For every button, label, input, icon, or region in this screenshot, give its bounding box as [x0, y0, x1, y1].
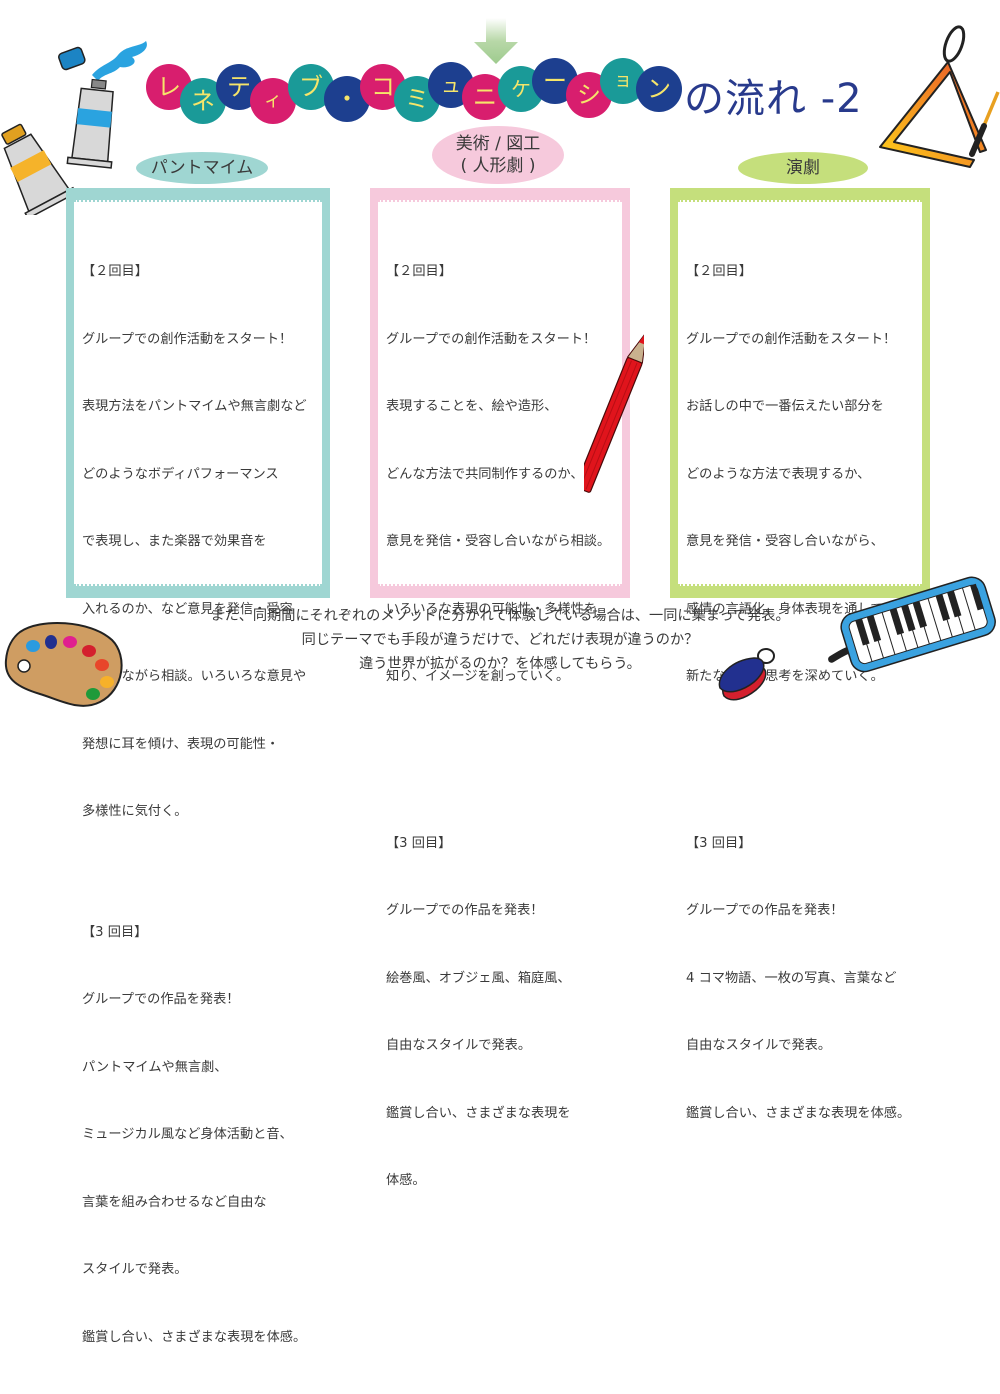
footer-line: また、同期間にそれぞれのメソッドに分かれて体験している場合は、一同に集まって発表…	[210, 608, 790, 624]
column-header-pantomime: パントマイム	[136, 152, 268, 184]
panel-text: 【２回目】 グループでの創作活動をスタート！ 表現方法をパントマイムや無言劇など…	[82, 216, 318, 1394]
session3-heading: 【3 回目】	[386, 835, 452, 851]
column-header-drama: 演劇	[738, 152, 868, 184]
palette-icon	[4, 622, 123, 707]
down-arrow-icon	[474, 18, 518, 64]
melodica-icon	[828, 576, 996, 673]
session3-heading: 【3 回目】	[686, 835, 752, 851]
panel-pantomime: 【２回目】 グループでの創作活動をスタート！ 表現方法をパントマイムや無言劇など…	[66, 188, 330, 1345]
red-pencil-icon	[584, 330, 644, 493]
footer-line: 同じテーマでも手段が違うだけで、どれだけ表現が違うのか？	[301, 632, 699, 648]
column-sublabel: ( 人形劇 )	[460, 156, 536, 176]
column-header-art: 美術 / 図工 ( 人形劇 )	[432, 126, 564, 184]
title-suffix: の流れ -2	[684, 76, 863, 122]
session2-heading: 【２回目】	[686, 264, 752, 279]
title-bubble: ン	[636, 66, 682, 112]
session2-heading: 【２回目】	[386, 264, 452, 279]
panel-drama: 【２回目】 グループでの創作活動をスタート！ お話しの中で一番伝えたい部分を ど…	[670, 188, 930, 1121]
session2-heading: 【２回目】	[82, 264, 148, 279]
session3-heading: 【3 回目】	[82, 924, 148, 940]
column-label: パントマイム	[150, 158, 254, 178]
triangle-instrument-icon	[879, 25, 1000, 168]
column-label: 美術 / 図工	[455, 134, 541, 154]
column-label: 演劇	[786, 158, 820, 178]
footer-note: また、同期間にそれぞれのメソッドに分かれて体験している場合は、一同に集まって発表…	[150, 604, 850, 676]
title-bubble: ネ	[180, 78, 226, 124]
footer-line: 違う世界が拡がるのか？を体感してもらう。	[359, 656, 641, 672]
castanets-icon	[718, 648, 775, 701]
